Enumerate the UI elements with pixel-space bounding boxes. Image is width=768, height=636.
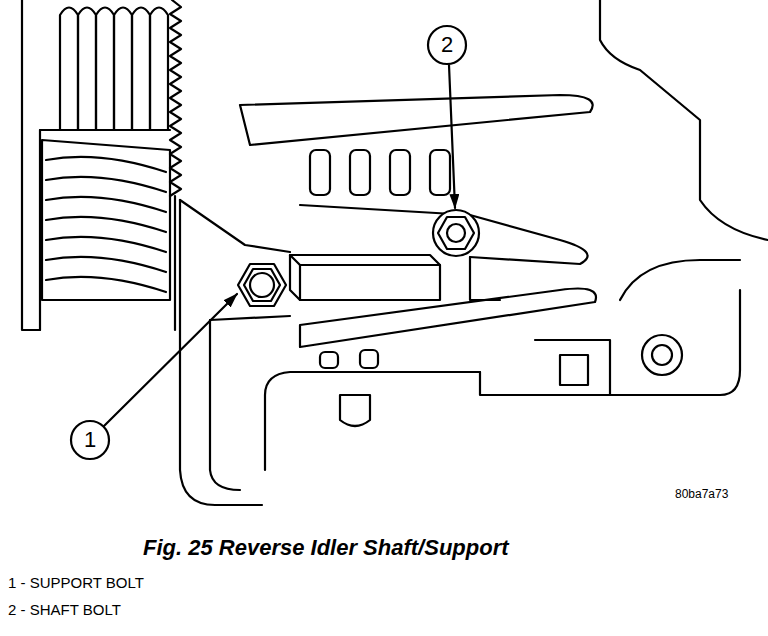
housing-ribs bbox=[430, 150, 450, 195]
callout-number: 2 bbox=[429, 27, 465, 63]
housing-ribs bbox=[240, 95, 596, 368]
leader-arrows bbox=[104, 65, 455, 426]
support-bolt bbox=[244, 269, 280, 301]
legend-key: 1 - SUPPORT BOLT bbox=[8, 574, 144, 591]
support-bracket bbox=[180, 200, 290, 252]
leader-arrows bbox=[104, 294, 237, 426]
drive-pulley bbox=[78, 8, 96, 131]
housing-lower bbox=[480, 290, 740, 395]
support-bolt bbox=[238, 264, 286, 306]
callout-circles bbox=[71, 26, 466, 459]
shaft-bolt bbox=[438, 217, 474, 249]
helical-gear bbox=[46, 157, 166, 172]
housing-left-edge bbox=[22, 0, 40, 330]
drive-pulley bbox=[132, 8, 150, 131]
housing-ribs bbox=[360, 350, 378, 368]
housing-lower bbox=[535, 340, 610, 395]
housing-lower bbox=[652, 345, 672, 365]
support-bracket bbox=[210, 320, 240, 490]
helical-gear bbox=[46, 177, 166, 192]
helical-gear bbox=[46, 257, 166, 272]
housing-lower bbox=[642, 335, 682, 375]
helical-gear bbox=[42, 140, 170, 300]
housing-ribs bbox=[310, 150, 330, 195]
housing-ribs bbox=[320, 352, 338, 368]
idler-support-block bbox=[290, 255, 440, 300]
shaft-bolt bbox=[433, 210, 479, 256]
housing-left-edge bbox=[39, 130, 41, 330]
callout-circles bbox=[428, 26, 466, 64]
support-bracket bbox=[180, 200, 262, 505]
gear-teeth-edge bbox=[170, 0, 181, 196]
shaft-bolt bbox=[447, 224, 465, 242]
housing-ribs bbox=[390, 150, 410, 195]
helical-gear bbox=[46, 197, 166, 212]
figure-code: 80ba7a73 bbox=[675, 487, 728, 501]
idler-support-block bbox=[290, 255, 440, 300]
housing-lower bbox=[340, 395, 370, 426]
drive-pulley bbox=[60, 8, 78, 131]
drive-pulley bbox=[150, 8, 168, 131]
housing-lower bbox=[560, 355, 588, 385]
drive-pulley bbox=[96, 8, 114, 131]
support-bracket bbox=[210, 316, 290, 320]
housing-lower bbox=[265, 372, 480, 470]
drive-pulley bbox=[114, 8, 132, 131]
drive-pulley bbox=[40, 8, 170, 131]
housing-lower bbox=[620, 260, 740, 300]
helical-gear bbox=[42, 140, 170, 300]
support-bolt bbox=[250, 273, 274, 297]
helical-gear bbox=[46, 217, 166, 232]
support-bracket bbox=[180, 200, 290, 505]
helical-gear bbox=[46, 277, 166, 292]
idler-support-block bbox=[299, 265, 301, 300]
callout-number: 1 bbox=[72, 422, 108, 458]
housing-ribs bbox=[470, 257, 500, 300]
leader-arrows bbox=[449, 65, 455, 208]
housing-lower bbox=[600, 0, 768, 240]
idler-support-block bbox=[290, 255, 440, 265]
legend-key: 2 - SHAFT BOLT bbox=[8, 601, 121, 618]
shaft-bolt bbox=[433, 210, 479, 256]
drive-pulley bbox=[40, 129, 170, 131]
housing-lower bbox=[265, 0, 768, 470]
housing-left-edge bbox=[22, 0, 40, 330]
housing-ribs bbox=[350, 150, 370, 195]
helical-gear bbox=[46, 237, 166, 252]
support-bolt bbox=[238, 264, 286, 306]
gear-teeth-edge bbox=[174, 196, 176, 330]
housing-ribs bbox=[240, 95, 593, 145]
figure-caption: Fig. 25 Reverse Idler Shaft/Support bbox=[143, 535, 509, 561]
